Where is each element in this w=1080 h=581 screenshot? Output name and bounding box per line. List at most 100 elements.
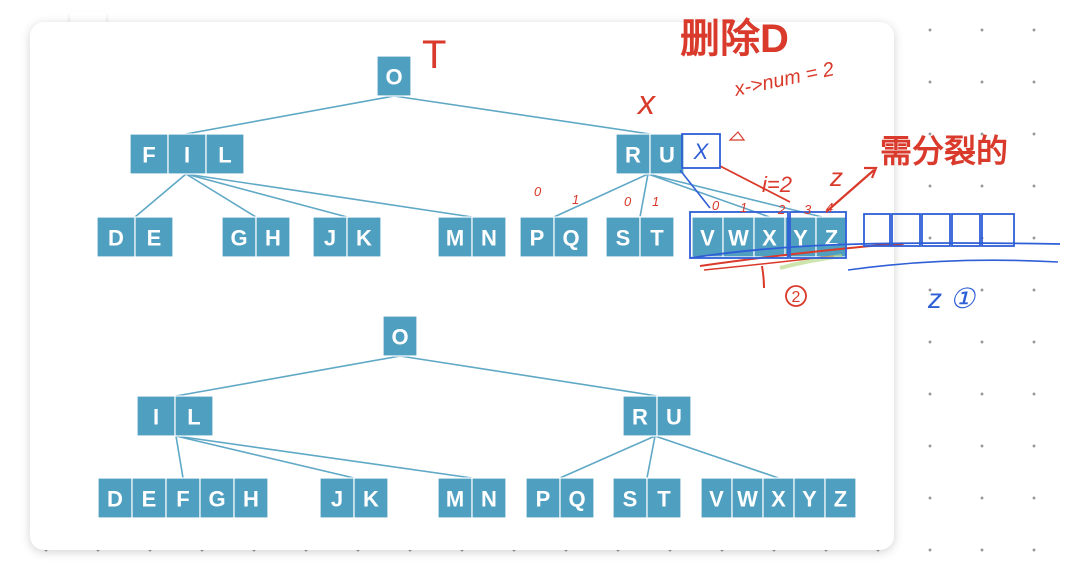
index-mark: 0 [534,184,542,199]
key-cell [471,216,507,258]
key-cell [353,477,389,519]
tree-edge [639,173,649,218]
annotation-x-box [681,133,721,169]
key-label: F [176,487,189,512]
key-label: R [632,405,648,430]
key-label: E [147,226,162,251]
key-label: M [446,487,464,512]
tree-edge [185,95,395,135]
tree-edge [393,95,651,135]
key-cell [649,133,685,175]
index-mark: 1 [572,192,579,207]
key-label: J [331,487,343,512]
key-label: X [771,487,786,512]
key-label: S [623,487,638,512]
annotation-t-label: T [422,33,446,77]
key-cell [519,216,555,258]
key-label: N [481,226,497,251]
annotation-z-one: z ① [927,283,977,314]
key-cell [382,315,418,357]
key-label: Y [802,487,817,512]
key-label: V [700,226,715,251]
key-label: U [659,143,675,168]
key-cell [525,477,561,519]
annotation-x-num: x->num = 2 [731,58,836,101]
tree-edge [175,435,473,479]
tree-edge [134,173,187,218]
annotation-circle-two: 2 [792,289,801,306]
bottom-root-node: O [382,315,418,357]
key-cell [233,477,269,519]
key-cell [622,395,658,437]
key-label: L [218,143,231,168]
key-label: K [356,226,372,251]
tree-edge [185,173,348,218]
key-cell [639,216,675,258]
key-cell [615,133,651,175]
key-label: H [243,487,259,512]
key-cell [553,216,589,258]
slide-card [30,22,894,550]
index-mark: 4 [826,200,833,215]
key-label: P [530,226,545,251]
key-label: H [265,226,281,251]
top-root-node: O [376,55,412,97]
key-cell [376,55,412,97]
key-cell [646,477,682,519]
key-cell [129,133,169,175]
tree-edge [399,355,658,397]
tree-edge [175,355,401,397]
key-cell [824,477,857,519]
annotation-i-eq: i=2 [762,172,792,197]
key-cell [437,216,473,258]
key-label: T [657,487,671,512]
key-label: L [187,405,200,430]
key-cell [346,216,382,258]
key-label: Q [568,487,585,512]
key-cell [205,133,245,175]
tree-edge [646,435,656,479]
key-label: O [385,65,402,90]
index-mark: 0 [624,194,632,209]
key-cell [559,477,595,519]
key-cell [167,133,207,175]
annotation-title: 删除D [680,17,789,61]
key-label: J [324,226,336,251]
key-label: K [363,487,379,512]
key-cell [131,477,167,519]
key-label: O [391,325,408,350]
index-mark: 3 [804,202,812,217]
annotation-x-label: x [636,84,656,122]
tree-edge [185,173,473,218]
key-label: I [184,143,190,168]
key-label: Z [834,487,847,512]
annotation-split-note: 需分裂的 [880,133,1008,169]
annotation-strokes [679,131,1061,307]
key-label: T [650,226,664,251]
key-label: G [208,487,225,512]
key-label: D [107,487,123,512]
key-label: U [666,405,682,430]
key-label: P [536,487,551,512]
key-cell [96,216,136,258]
tree-edge [559,435,656,479]
key-cell [437,477,473,519]
key-label: Y [793,226,808,251]
index-mark: 1 [740,200,747,215]
key-cell [793,477,826,519]
tree-edge [553,173,649,218]
